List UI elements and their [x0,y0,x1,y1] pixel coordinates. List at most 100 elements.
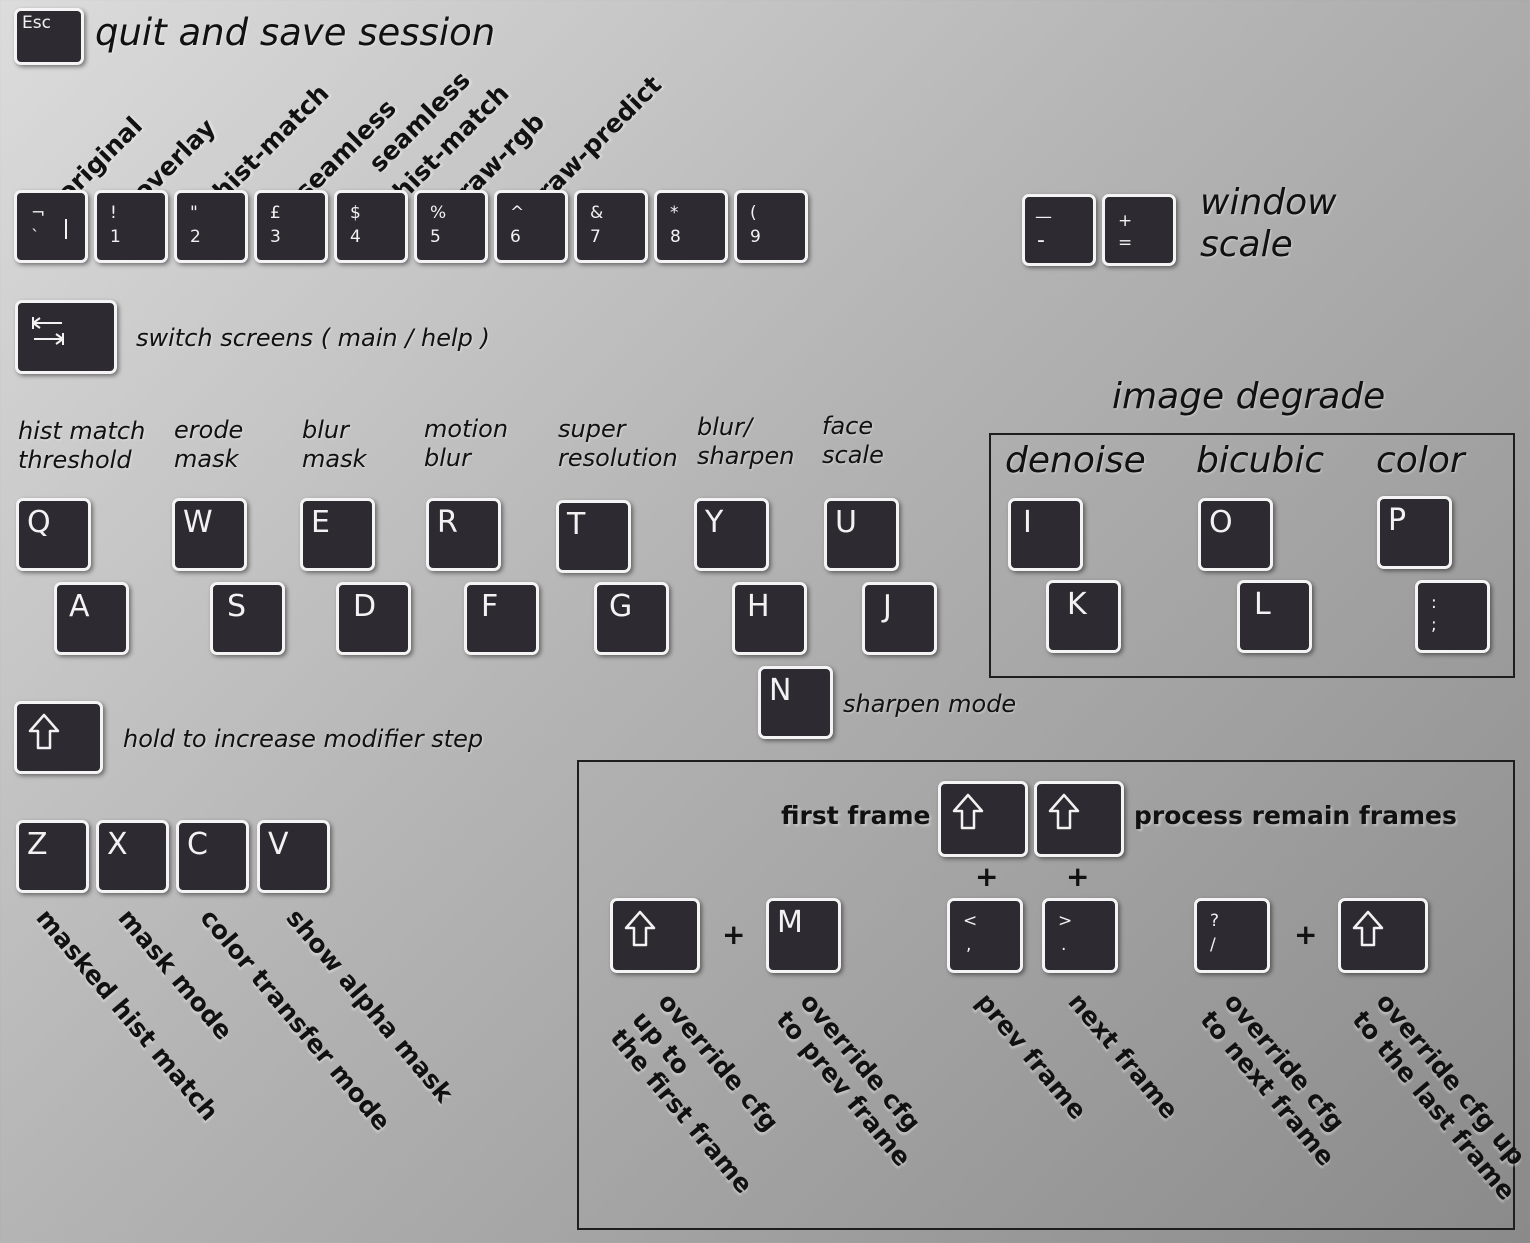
key-t[interactable]: T [556,500,631,573]
key-d[interactable]: D [336,582,411,655]
mod-label-hist-match-1: hist match [18,417,146,445]
key-backtick[interactable]: ¬ ` [14,190,88,263]
key-6-bottom: 6 [510,227,521,247]
shift-label: hold to increase modifier step [123,725,484,753]
key-equals-top: + [1118,211,1133,231]
process-remain-label: process remain frames [1134,801,1457,830]
key-5-top: % [430,203,447,223]
plus-sign: + [722,918,746,951]
key-v[interactable]: V [257,820,330,893]
window-scale-label-1: window [1200,182,1337,223]
mod-label-hist-match-2: threshold [18,446,132,474]
key-o[interactable]: O [1198,498,1273,571]
key-q[interactable]: Q [16,498,91,571]
pipe-mark [65,219,67,239]
key-z[interactable]: Z [16,820,89,893]
key-1[interactable]: ! 1 [94,190,168,263]
shift-arrow-icon [1047,792,1081,832]
mod-label-face-2: scale [822,441,884,469]
key-8[interactable]: * 8 [654,190,728,263]
key-l[interactable]: L [1237,580,1312,653]
key-shift-override-last[interactable] [1338,898,1428,973]
key-minus-top: — [1035,207,1052,227]
key-i-label: I [1023,505,1032,540]
key-equals[interactable]: + = [1102,194,1176,266]
key-e-label: E [311,505,330,540]
key-c[interactable]: C [176,820,249,893]
window-scale-label-2: scale [1200,224,1293,265]
tab-label: switch screens ( main / help ) [136,324,490,352]
esc-label: quit and save session [95,11,496,54]
key-5[interactable]: % 5 [414,190,488,263]
key-g[interactable]: G [594,582,669,655]
key-n-label: N [769,673,792,708]
degrade-box [989,433,1515,678]
key-p[interactable]: P [1377,496,1452,569]
n-key-label: sharpen mode [843,690,1017,718]
key-i[interactable]: I [1008,498,1083,571]
plus-sign: + [1066,860,1090,893]
key-1-bottom: 1 [110,227,121,247]
key-x[interactable]: X [96,820,169,893]
key-slash[interactable]: ? / [1194,898,1270,973]
degrade-label-color: color [1376,440,1465,481]
shift-arrow-icon [27,712,61,752]
key-8-top: * [670,203,679,223]
key-e[interactable]: E [300,498,375,571]
key-shift-hold[interactable] [14,701,103,774]
key-2[interactable]: " 2 [174,190,248,263]
key-shift-override-first[interactable] [610,898,700,973]
key-j[interactable]: J [862,582,937,655]
key-u[interactable]: U [824,498,899,571]
key-8-bottom: 8 [670,227,681,247]
key-s[interactable]: S [210,582,285,655]
shift-arrow-icon [951,792,985,832]
key-semicolon-top: : [1431,593,1437,613]
key-h[interactable]: H [732,582,807,655]
key-minus[interactable]: — - [1022,194,1096,266]
mod-label-motion-1: motion [424,415,509,443]
key-p-label: P [1388,503,1407,538]
degrade-label-bicubic: bicubic [1196,440,1325,481]
key-4-bottom: 4 [350,227,361,247]
key-m[interactable]: M [766,898,841,973]
key-4[interactable]: $ 4 [334,190,408,263]
key-r[interactable]: R [426,498,501,571]
key-tab[interactable] [15,300,117,374]
key-9[interactable]: ( 9 [734,190,808,263]
shift-arrow-icon [623,909,657,949]
degrade-label-denoise: denoise [1005,440,1146,481]
key-4-top: $ [350,203,361,223]
key-3[interactable]: £ 3 [254,190,328,263]
key-comma[interactable]: < , [947,898,1023,973]
key-minus-bottom: - [1037,228,1045,253]
degrade-title: image degrade [1112,376,1386,417]
key-6[interactable]: ^ 6 [494,190,568,263]
key-6-top: ^ [510,203,525,223]
key-x-label: X [107,827,128,862]
key-w[interactable]: W [172,498,247,571]
key-s-label: S [227,589,247,624]
key-w-label: W [183,505,213,540]
key-n[interactable]: N [758,666,833,739]
plus-sign: + [975,860,999,893]
mod-label-sharpen-2: sharpen [697,442,795,470]
key-j-label: J [883,589,892,624]
esc-key[interactable]: Esc [14,8,84,65]
key-k[interactable]: K [1046,580,1121,653]
key-a[interactable]: A [54,582,129,655]
key-z-label: Z [27,827,48,862]
key-period-top: > [1058,911,1073,931]
key-k-label: K [1067,587,1087,622]
key-g-label: G [609,589,633,624]
key-semicolon[interactable]: : ; [1415,580,1490,653]
key-7[interactable]: & 7 [574,190,648,263]
tab-arrows-icon [32,317,64,345]
key-slash-top: ? [1210,911,1220,931]
key-shift-remain[interactable] [1034,781,1124,857]
key-y[interactable]: Y [694,498,769,571]
key-period[interactable]: > . [1042,898,1118,973]
key-shift-first[interactable] [938,781,1028,857]
key-comma-bottom: , [966,935,972,955]
key-f[interactable]: F [464,582,539,655]
